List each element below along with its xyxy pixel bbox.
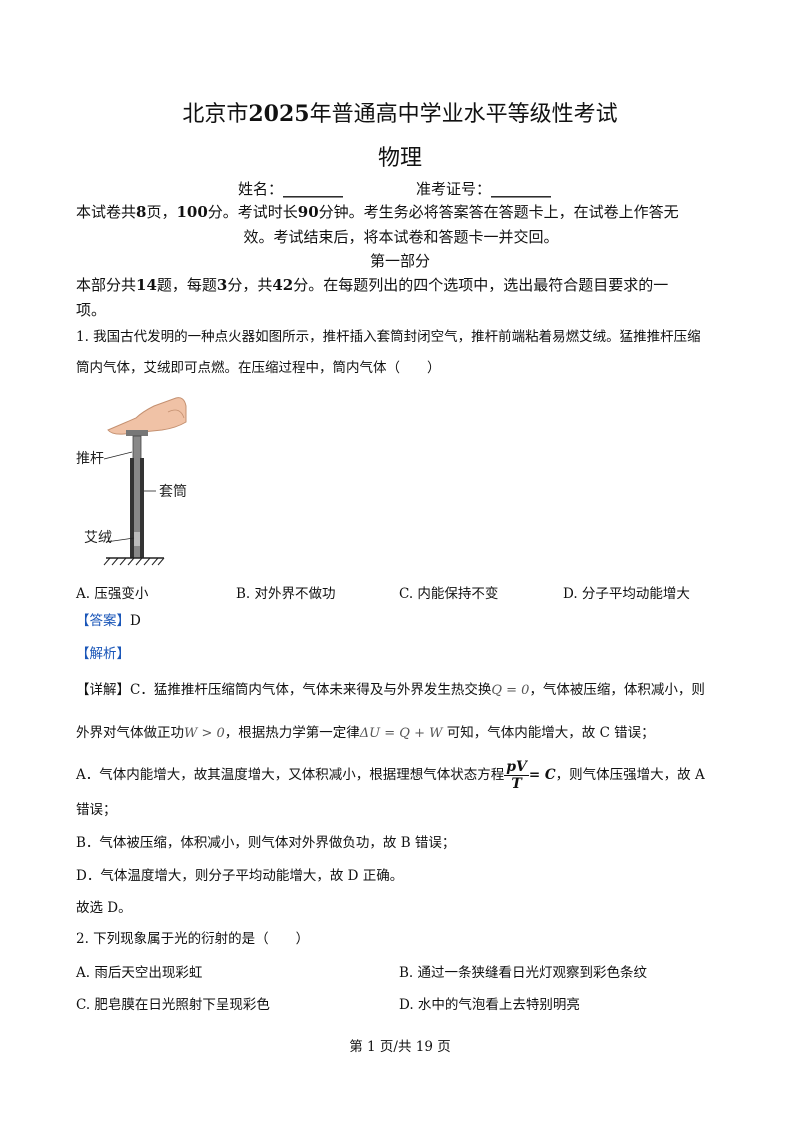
part-title: 第一部分	[369, 252, 430, 270]
answer-tag: 【答案】	[76, 613, 130, 629]
notice-line-1: 本试卷共8页，100分。考试时长90分钟。考生务必将答案答在答题卡上，在试卷上作…	[76, 200, 726, 225]
detail-text: ，气体被压缩，体积减小，则	[529, 682, 705, 698]
notice-text: 页，	[146, 203, 177, 221]
detail-text: C．猛推推杆压缩筒内气体，气体未来得及与外界发生热交换	[130, 682, 492, 698]
tube-wall-right	[140, 458, 144, 558]
formula-w-positive: W > 0	[184, 726, 225, 741]
detail-line-1: 【详解】C．猛推推杆压缩筒内气体，气体未来得及与外界发生热交换Q = 0，气体被…	[76, 679, 726, 702]
subject-title: 物理	[377, 146, 422, 171]
part-text: 项。	[76, 301, 107, 319]
notice-pages: 8	[136, 203, 147, 221]
piston-head	[126, 430, 148, 436]
fire-piston-diagram: 推杆 套筒 艾绒	[76, 397, 187, 566]
q1-option-c: C. 内能保持不变	[399, 586, 499, 602]
q1-stem-line-1: 1. 我国古代发明的一种点火器如图所示，推杆插入套筒封闭空气，推杆前端粘着易燃艾…	[76, 329, 701, 345]
detail-text: 可知，气体内能增大，故 C 错误；	[442, 725, 655, 741]
q2-option-d: D. 水中的气泡看上去特别明亮	[399, 997, 580, 1013]
notice-minutes: 90	[297, 203, 319, 221]
detail-tag: 【详解】	[76, 682, 130, 698]
q1-option-b: B. 对外界不做功	[236, 586, 336, 602]
name-blank: ________	[283, 180, 344, 198]
notice-text: 分钟。考生务必将答案答在答题卡上，在试卷上作答无	[318, 203, 679, 221]
formula-equals-c: = C	[528, 767, 556, 783]
points-total: 42	[272, 276, 294, 294]
detail-line-2: 外界对气体做正功W > 0，根据热力学第一定律ΔU = Q + W 可知，气体内…	[76, 722, 726, 745]
exam-id-field: 准考证号：________	[416, 178, 551, 199]
fraction-denominator: T	[511, 776, 522, 792]
analysis-tag: 【解析】	[76, 646, 130, 662]
exam-id-label: 准考证号：	[416, 180, 492, 198]
answer-value: D	[130, 613, 141, 629]
q1-stem-line-2: 筒内气体，艾绒即可点燃。在压缩过程中，筒内气体（ ）	[76, 360, 441, 376]
q2-option-b: B. 通过一条狭缝看日光灯观察到彩色条纹	[399, 965, 648, 981]
rod-leader	[103, 451, 133, 460]
analysis-a-line-2: 错误；	[76, 802, 117, 818]
part-text: 题，每题	[156, 276, 217, 294]
page-footer: 第 1 页/共 19 页	[349, 1039, 451, 1055]
part-text: 本部分共	[76, 276, 137, 294]
analysis-d-line: D．气体温度增大，则分子平均动能增大，故 D 正确。	[76, 868, 404, 884]
part-description: 本部分共14题，每题3分，共42分。在每题列出的四个选项中，选出最符合题目要求的…	[76, 273, 726, 323]
formula-first-law: ΔU = Q + W	[359, 726, 443, 741]
notice-text: 本试卷共	[76, 203, 137, 221]
ground-hatch	[103, 557, 165, 566]
q2-option-c: C. 肥皂膜在日光照射下呈现彩色	[76, 997, 270, 1013]
q1-answer-line: 【答案】D	[76, 610, 726, 632]
title-year: 2025	[248, 101, 310, 127]
q2-option-a: A. 雨后天空出现彩虹	[76, 965, 203, 981]
label-tube: 套筒	[159, 483, 187, 500]
tinder	[134, 532, 140, 546]
q1-option-a: A. 压强变小	[76, 586, 149, 602]
title-suffix: 年普通高中学业水平等级性考试	[309, 102, 618, 127]
exam-title: 北京市2025年普通高中学业水平等级性考试	[0, 96, 800, 128]
conclusion-line: 故选 D。	[76, 900, 132, 916]
exam-id-blank: ________	[491, 180, 552, 198]
notice-score: 100	[176, 203, 208, 221]
part-text: 分，共	[227, 276, 273, 294]
fraction-numerator: pV	[504, 759, 529, 776]
fire-piston-figure: 推杆 套筒 艾绒	[76, 392, 216, 567]
analysis-b-line: B．气体被压缩，体积减小，则气体对外界做负功，故 B 错误；	[76, 835, 456, 851]
name-label: 姓名：	[238, 180, 284, 198]
points-each: 3	[216, 276, 228, 294]
title-prefix: 北京市	[182, 102, 249, 127]
q2-stem: 2. 下列现象属于光的衍射的是（ ）	[76, 931, 310, 947]
label-rod: 推杆	[76, 451, 104, 467]
analysis-text: A．气体内能增大，故其温度增大，又体积减小，根据理想气体状态方程	[76, 767, 505, 783]
hand-icon	[107, 397, 187, 435]
analysis-text: ，则气体压强增大，故 A	[555, 767, 705, 783]
detail-text: 外界对气体做正功	[76, 725, 184, 741]
name-field: 姓名：________	[238, 178, 343, 199]
q1-option-d: D. 分子平均动能增大	[563, 586, 690, 602]
formula-q-zero: Q = 0	[491, 683, 530, 698]
tube-wall-left	[130, 458, 134, 558]
notice-line-2: 效。考试结束后，将本试卷和答题卡一并交回。	[243, 228, 559, 246]
notice-text: 分。考试时长	[207, 203, 298, 221]
question-count: 14	[136, 276, 157, 294]
label-tinder: 艾绒	[84, 530, 112, 546]
detail-text: ，根据热力学第一定律	[224, 725, 360, 741]
part-text: 分。在每题列出的四个选项中，选出最符合题目要求的一	[293, 276, 669, 294]
tinder-leader	[105, 537, 135, 543]
